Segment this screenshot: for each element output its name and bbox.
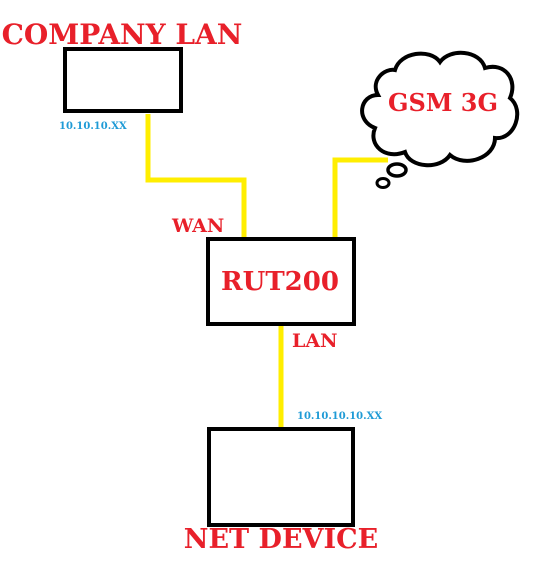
router-box (206, 237, 356, 326)
company-lan-label: COMPANY LAN (2, 18, 243, 51)
link-gsm-to-router (332, 157, 388, 240)
router-label: RUT200 (221, 267, 339, 297)
gsm-cloud-icon (360, 50, 520, 189)
company-lan-box (63, 47, 183, 113)
wan-port-label: WAN (171, 215, 224, 237)
gsm-label: GSM 3G (388, 88, 498, 117)
net-device-ip-label: 10.10.10.10.XX (297, 411, 382, 422)
company-lan-ip-label: 10.10.10.XX (59, 121, 127, 132)
net-device-label: NET DEVICE (184, 524, 378, 555)
lan-port-label: LAN (292, 330, 337, 352)
link-company-lan-to-router-wan (145, 114, 247, 240)
net-device-box (207, 427, 355, 527)
